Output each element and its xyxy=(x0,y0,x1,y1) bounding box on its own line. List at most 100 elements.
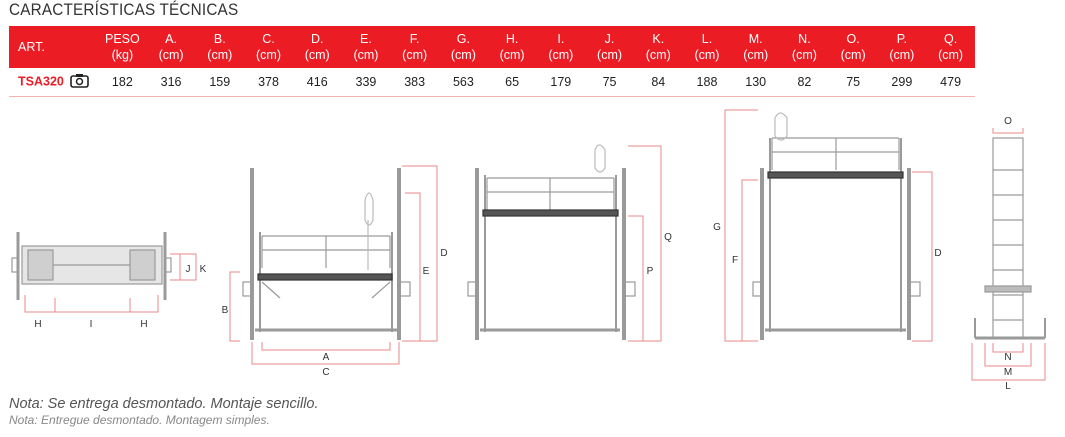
header-label: B. xyxy=(213,32,226,46)
header-unit: (cm) xyxy=(743,48,769,62)
column-header: M. (cm) xyxy=(731,26,780,68)
value-cell: 179 xyxy=(536,68,586,97)
value-cell: 188 xyxy=(682,68,732,97)
header-unit: (cm) xyxy=(402,48,428,62)
specs-table: ART. PESO(kg) A. (cm) B. (cm) C. (cm) D. (cm) E. (c… xyxy=(9,26,975,97)
value-cell: 479 xyxy=(926,68,975,97)
header-unit: (cm) xyxy=(256,48,282,62)
dim-label-d: D xyxy=(440,248,447,259)
value-cell: 159 xyxy=(195,68,245,97)
note-es: Nota: Se entrega desmontado. Montaje sen… xyxy=(9,396,319,412)
value-cell: 75 xyxy=(585,68,634,97)
column-header: A. (cm) xyxy=(147,26,196,68)
header-unit: (cm) xyxy=(791,48,817,62)
column-header: N. (cm) xyxy=(780,26,829,68)
dim-label-n: N xyxy=(1004,352,1011,363)
dim-label-f: F xyxy=(732,255,738,266)
header-unit: (cm) xyxy=(207,48,233,62)
header-label: J. xyxy=(604,32,615,46)
header-label: PESO xyxy=(104,32,140,46)
front-view-diagram-low xyxy=(242,168,411,340)
header-label: E. xyxy=(360,32,372,46)
dim-label-e: E xyxy=(423,266,430,277)
column-header: L.(cm) xyxy=(683,26,732,68)
header-label: D. xyxy=(310,32,324,46)
header-label: M. xyxy=(748,32,763,46)
value-cell: 416 xyxy=(292,68,342,97)
value-cell: 82 xyxy=(780,68,829,97)
dim-label-i: I xyxy=(90,319,93,330)
header-unit: (cm) xyxy=(938,48,964,62)
header-unit: (cm) xyxy=(499,48,525,62)
top-view-diagram xyxy=(11,232,172,300)
dim-label-h: H xyxy=(34,319,41,330)
header-unit: (cm) xyxy=(548,48,574,62)
column-header: K. (cm) xyxy=(634,26,683,68)
header-unit: (cm) xyxy=(304,48,330,62)
header-label: H. xyxy=(505,32,519,46)
value-cell: 316 xyxy=(146,68,196,97)
column-header: D. (cm) xyxy=(293,26,342,68)
front-view-diagram-high xyxy=(752,112,921,340)
value-cell: 130 xyxy=(731,68,781,97)
header-label: F. xyxy=(409,32,420,46)
header-label: Q. xyxy=(944,32,958,46)
header-unit: (cm) xyxy=(645,48,671,62)
header-unit: (cm) xyxy=(158,48,184,62)
dim-label-c: C xyxy=(322,367,329,378)
article-code: TSA320 xyxy=(18,74,64,89)
dim-label-b: B xyxy=(222,305,229,316)
header-unit: (cm) xyxy=(694,48,720,62)
note-pt: Nota: Entregue desmontado. Montagem simp… xyxy=(9,413,270,427)
dim-label-l: L xyxy=(1005,381,1011,392)
column-header: F. (cm) xyxy=(390,26,439,68)
dimension-lines xyxy=(24,109,1046,381)
header-label: A. xyxy=(165,32,177,46)
table-header-row: ART. PESO(kg) A. (cm) B. (cm) C. (cm) D. (cm) E. (c… xyxy=(9,26,975,68)
header-unit: (cm) xyxy=(450,48,476,62)
value-cell: 182 xyxy=(98,68,147,97)
header-unit: (cm) xyxy=(840,48,866,62)
dim-label-d: D xyxy=(934,248,941,259)
article-cell: TSA320 xyxy=(9,68,98,97)
header-label: N. xyxy=(798,32,811,46)
column-header: G.(cm) xyxy=(439,26,488,68)
value-cell: 75 xyxy=(828,68,878,97)
header-label: P. xyxy=(896,32,907,46)
camera-icon[interactable] xyxy=(70,73,89,91)
header-label: I. xyxy=(557,32,565,46)
value-cell: 65 xyxy=(487,68,537,97)
column-header: H. (cm) xyxy=(488,26,537,68)
column-header: C. (cm) xyxy=(244,26,293,68)
dim-label-o: O xyxy=(1004,116,1012,127)
value-cell: 84 xyxy=(633,68,683,97)
header-label: O. xyxy=(846,32,860,46)
front-view-diagram-mid xyxy=(467,144,636,340)
header-unit: (cm) xyxy=(889,48,915,62)
dim-label-h: H xyxy=(140,319,147,330)
header-unit: (cm) xyxy=(597,48,623,62)
value-cell: 378 xyxy=(244,68,293,97)
column-header: O. (cm) xyxy=(829,26,878,68)
value-cell: 383 xyxy=(390,68,440,97)
column-header: J. (cm) xyxy=(585,26,634,68)
value-cell: 563 xyxy=(439,68,488,97)
dim-label-g: G xyxy=(713,222,721,233)
column-header: I. (cm) xyxy=(536,26,585,68)
section-title: CARACTERÍSTICAS TÉCNICAS xyxy=(9,0,239,19)
dim-label-a: A xyxy=(323,352,330,363)
column-header-art: ART. xyxy=(9,26,98,68)
header-label: C. xyxy=(262,32,275,46)
dim-label-q: Q xyxy=(664,232,672,243)
dim-label-p: P xyxy=(647,266,654,277)
dimension-labels: J K H I H B A C D E Q P G F D O N M L xyxy=(34,116,1012,392)
header-label: ART. xyxy=(18,40,45,54)
column-header: PESO(kg) xyxy=(98,26,147,68)
value-cell: 299 xyxy=(877,68,927,97)
column-header: B. (cm) xyxy=(195,26,244,68)
column-header: P. (cm) xyxy=(878,26,927,68)
column-header: Q. (cm) xyxy=(926,26,975,68)
header-label: K. xyxy=(652,32,665,46)
dim-label-k: K xyxy=(200,264,207,275)
